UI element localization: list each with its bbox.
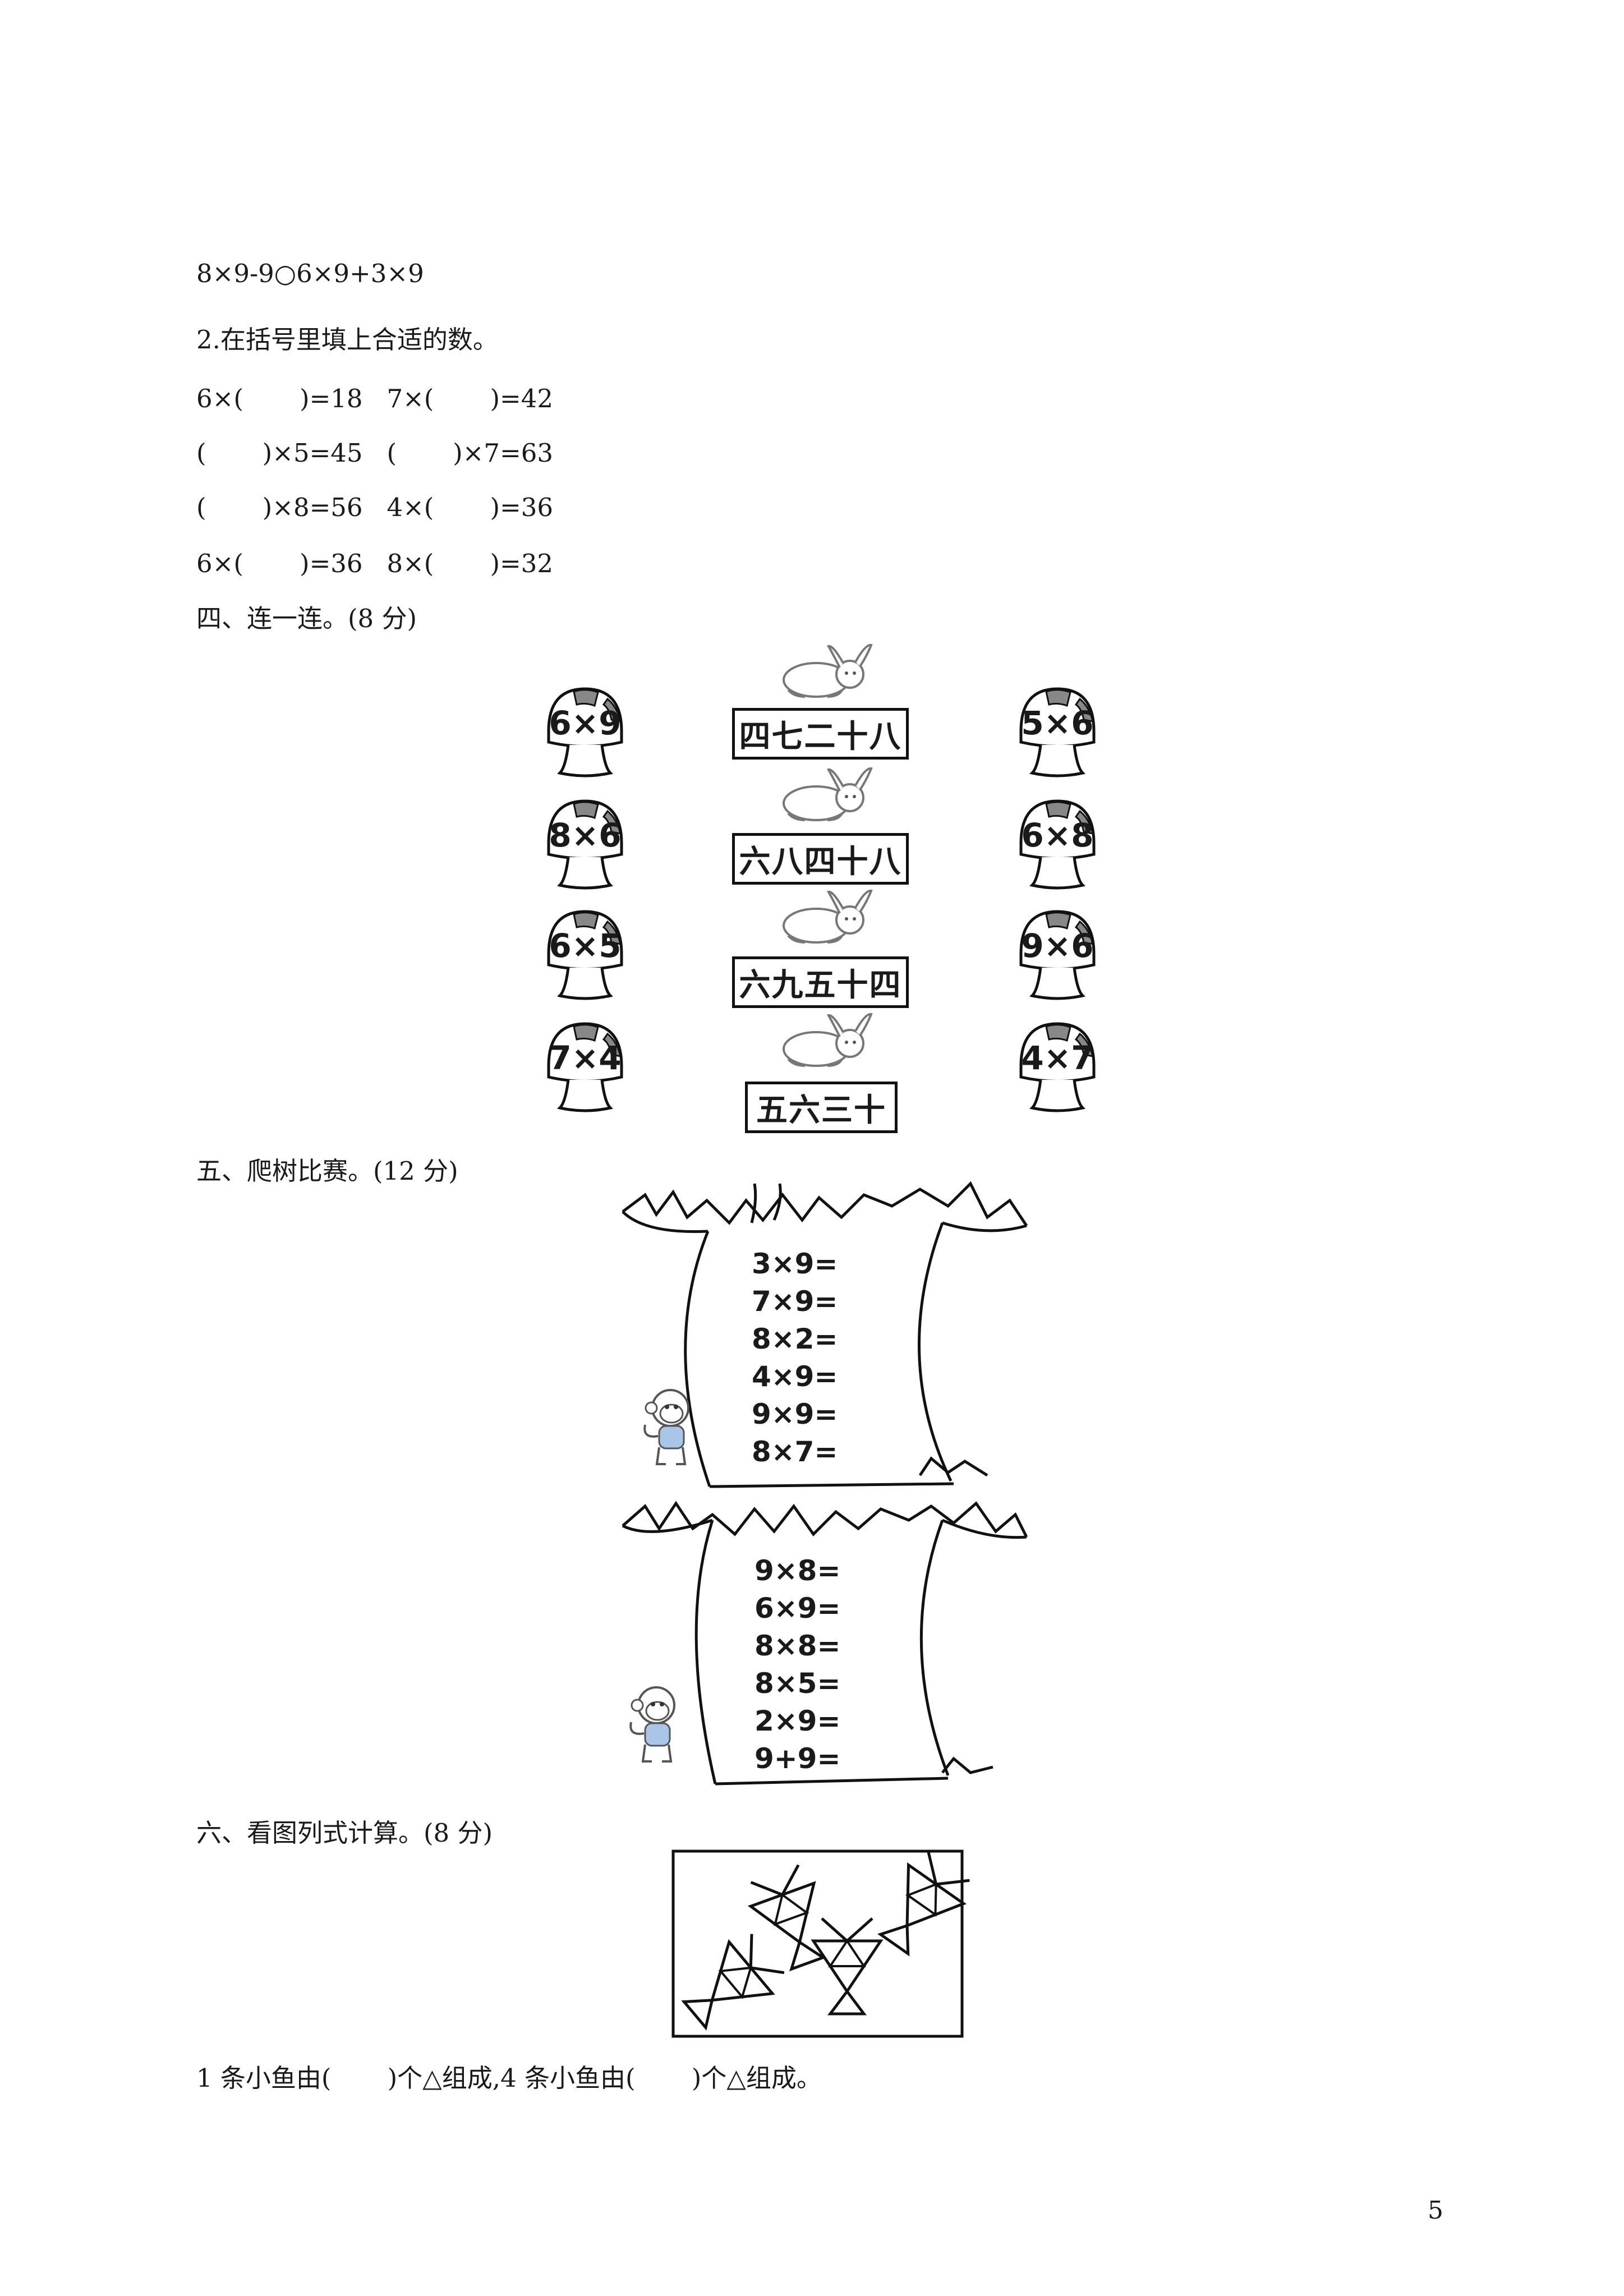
mushroom-left-label-1: 6×9 <box>549 704 622 742</box>
tree-2-equation-5: 2×9= <box>755 1705 841 1737</box>
section-5-title: 五、爬树比赛。(12 分) <box>196 1156 458 1186</box>
tree-1-equation-4: 4×9= <box>752 1360 838 1393</box>
section-6-title: 六、看图列式计算。(8 分) <box>196 1818 493 1848</box>
mushroom-left-label-2: 8×6 <box>549 816 622 854</box>
page-number: 5 <box>1428 2196 1443 2225</box>
compare-expression: 8×9-9○6×9+3×9 <box>196 259 424 288</box>
rabbit-2 <box>783 767 872 821</box>
mushroom-left-label-4: 7×4 <box>549 1039 622 1077</box>
monkey-2 <box>629 1686 675 1763</box>
rhyme-box-2: 六八四十八 <box>732 833 909 885</box>
mushroom-right-label-1: 5×6 <box>1021 704 1094 742</box>
rabbit-4 <box>783 1013 872 1067</box>
fill-row-2: ( )×5=45 ( )×7=63 <box>196 438 553 468</box>
tree-1-equation-2: 7×9= <box>752 1285 838 1318</box>
mushroom-right-label-3: 9×6 <box>1021 927 1094 965</box>
mushroom-right-label-4: 4×7 <box>1021 1039 1094 1077</box>
tree-1-equation-1: 3×9= <box>752 1248 838 1280</box>
tree-1-equation-3: 8×2= <box>752 1323 838 1355</box>
section-4-title: 四、连一连。(8 分) <box>196 604 417 633</box>
rhyme-box-3: 六九五十四 <box>732 956 909 1008</box>
tree-2-equation-6: 9+9= <box>755 1742 841 1775</box>
tree-2-equation-3: 8×8= <box>755 1630 841 1662</box>
tree-1 <box>622 1181 1028 1488</box>
tree-2 <box>622 1501 1028 1786</box>
fill-row-3: ( )×8=56 4×( )=36 <box>196 493 553 522</box>
fill-row-4: 6×( )=36 8×( )=32 <box>196 549 553 578</box>
tree-1-equation-5: 9×9= <box>752 1398 838 1430</box>
rabbit-3 <box>783 889 872 944</box>
rhyme-box-1: 四七二十八 <box>732 708 909 760</box>
mushroom-right-label-2: 6×8 <box>1021 816 1094 854</box>
tree-2-equation-2: 6×9= <box>755 1592 841 1625</box>
rabbit-1 <box>783 643 872 698</box>
tree-2-equation-1: 9×8= <box>755 1554 841 1587</box>
tree-2-equation-4: 8×5= <box>755 1667 841 1700</box>
question-2-title: 2.在括号里填上合适的数。 <box>196 325 498 355</box>
mushroom-left-label-3: 6×5 <box>549 927 622 965</box>
monkey-1 <box>643 1389 689 1465</box>
section-6-question: 1 条小鱼由( )个△组成,4 条小鱼由( )个△组成。 <box>196 2063 822 2093</box>
fish-picture-frame <box>671 1849 964 2038</box>
rhyme-box-4: 五六三十 <box>745 1082 898 1133</box>
tree-1-equation-6: 8×7= <box>752 1435 838 1468</box>
fill-row-1: 6×( )=18 7×( )=42 <box>196 384 553 413</box>
